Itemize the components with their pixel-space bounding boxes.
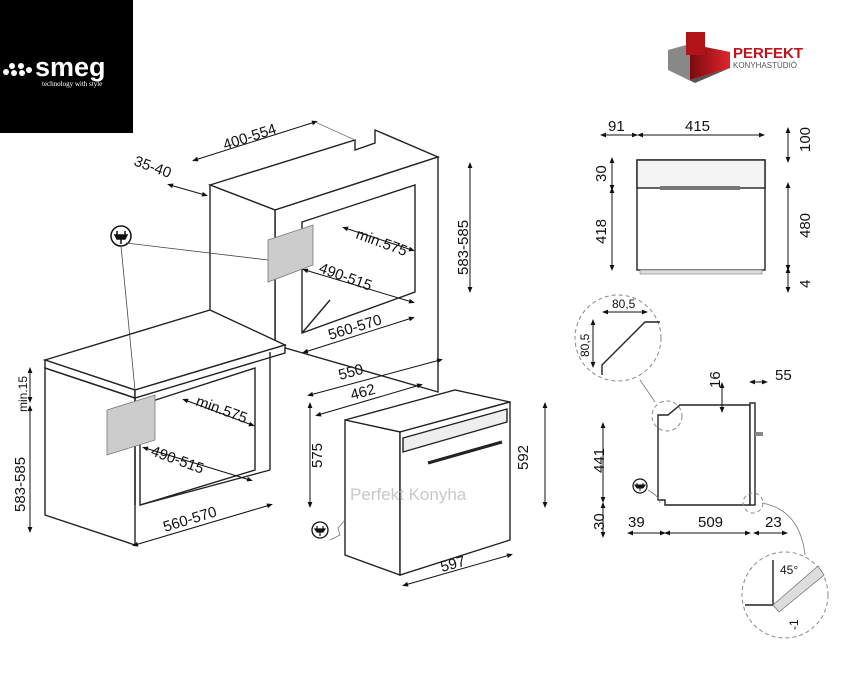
dim-side-top-gap: 16 [707, 371, 724, 388]
oven-drawing [329, 389, 511, 576]
dim-oven-height-body: 575 [309, 443, 326, 468]
dim-tall-height: 583-585 [455, 220, 472, 275]
side-view-drawing [574, 294, 829, 639]
dim-tall-gap: 35-40 [132, 153, 174, 182]
dim-oven-width-front: 597 [439, 553, 468, 576]
dim-under-width: 560-570 [161, 503, 219, 535]
dim-front-body-height: 480 [797, 213, 814, 238]
front-view-drawing [636, 159, 766, 275]
dim-side-handle-depth: 55 [775, 367, 792, 384]
perfekt-logo: PERFEKT KONYHASTÚDIÓ [668, 32, 803, 83]
dim-front-bottom-gap: 4 [797, 280, 814, 288]
dim-oven-depth-total: 550 [337, 361, 366, 384]
watermark: Perfekt Konyha [350, 485, 467, 504]
dim-tall-depth: 400-554 [221, 121, 279, 154]
dim-under-height: 583-585 [12, 457, 29, 512]
dim-door-angle: 45° [780, 563, 798, 577]
brand-tagline: technology with style [42, 80, 102, 88]
dim-front-control-height: 30 [593, 165, 610, 182]
dim-under-min-depth: min.575 [194, 393, 250, 427]
dim-side-base: 30 [591, 513, 608, 530]
power-plug-icon [311, 521, 329, 539]
dim-front-top-margin: 100 [797, 127, 814, 152]
dim-door-offset: -1 [787, 619, 801, 630]
power-plug-icon [632, 478, 661, 504]
dealer-name: PERFEKT [733, 45, 803, 62]
dim-under-min-gap: min.15 [16, 376, 30, 412]
dim-front-panel-width: 415 [685, 118, 710, 135]
under-counter-drawing [42, 309, 287, 546]
dim-front-left-offset: 91 [608, 118, 625, 135]
dim-chamfer-width: 80,5 [612, 297, 636, 311]
dim-front-door-height: 418 [593, 219, 610, 244]
dealer-subtitle: KONYHASTÚDIÓ [733, 61, 797, 70]
power-plug-icon [110, 225, 269, 391]
dim-chamfer-height: 80,5 [578, 333, 592, 357]
dim-oven-depth-body: 462 [349, 381, 378, 404]
dim-side-height: 441 [591, 448, 608, 473]
brand-name: smeg [35, 52, 106, 82]
dim-side-rear: 39 [628, 514, 645, 531]
dim-oven-height-front: 592 [515, 445, 532, 470]
dim-side-depth: 509 [698, 514, 723, 531]
smeg-logo: smeg technology with style [0, 0, 133, 133]
dim-side-door: 23 [765, 514, 782, 531]
dim-under-inner-width: 490-515 [149, 443, 207, 478]
